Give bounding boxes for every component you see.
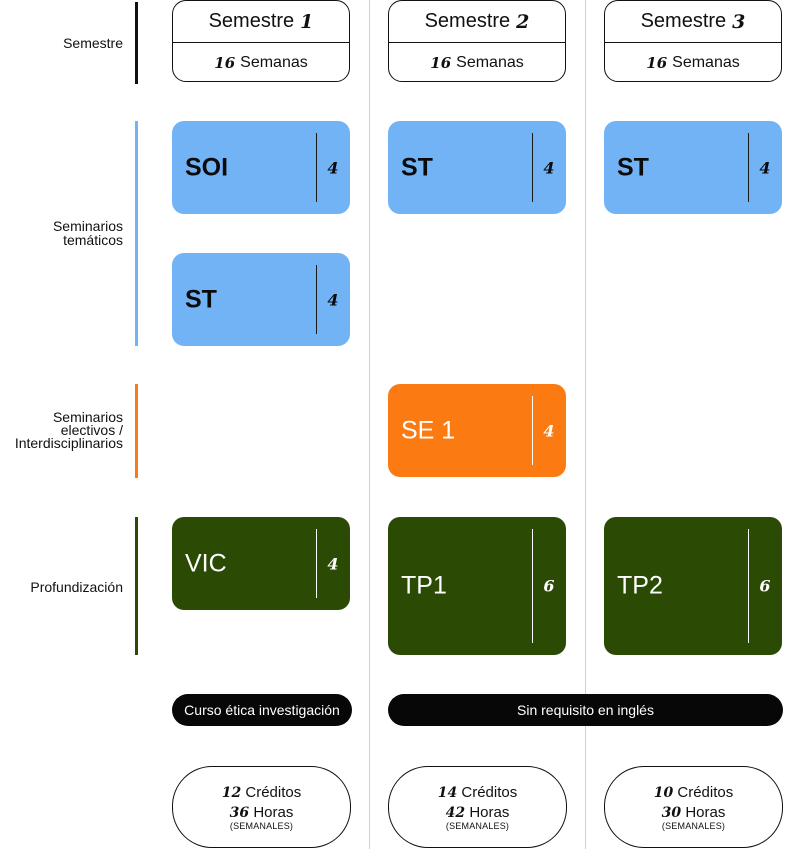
pill-label: Curso ética investigación — [184, 702, 340, 718]
course-card-st[interactable]: ST 4 — [172, 253, 350, 346]
weeks-label: Semanas — [672, 53, 740, 71]
hours-label: Horas — [253, 804, 294, 821]
row-bar-electivos — [135, 384, 138, 478]
row-label-semestre: Semestre — [63, 35, 123, 51]
card-divider — [748, 133, 749, 202]
course-credits: 4 — [543, 421, 555, 440]
credits-label: Créditos — [461, 784, 518, 801]
card-divider — [532, 529, 533, 643]
card-divider — [316, 529, 317, 598]
card-divider — [316, 133, 317, 202]
semester-number: 2 — [516, 10, 530, 33]
course-card-st[interactable]: ST 4 — [604, 121, 782, 214]
card-divider — [748, 529, 749, 643]
course-name: ST — [401, 153, 433, 181]
column-divider — [369, 0, 370, 849]
row-label-electivos: Seminarios electivos / Interdisciplinari… — [14, 409, 123, 451]
semester-number: 3 — [732, 10, 746, 33]
hours-label: Horas — [685, 804, 726, 821]
row-label-tematicos: Seminarios temáticos — [52, 218, 123, 248]
weeks-number: 16 — [430, 53, 452, 72]
course-card-se1[interactable]: SE 1 4 — [388, 384, 566, 477]
course-card-st[interactable]: ST 4 — [388, 121, 566, 214]
totals-semester-3: 10 Créditos 30 Horas (SEMANALES) — [604, 766, 783, 848]
course-name: SE 1 — [401, 416, 456, 444]
pill-etica: Curso ética investigación — [172, 694, 352, 726]
course-credits: 4 — [327, 554, 339, 573]
hours-note: (SEMANALES) — [661, 821, 726, 831]
course-credits: 4 — [759, 158, 771, 177]
credits-number: 12 — [221, 785, 242, 801]
course-name: VIC — [185, 549, 227, 577]
course-name: ST — [617, 153, 649, 181]
hours-label: Horas — [469, 804, 510, 821]
weeks-number: 16 — [214, 53, 236, 72]
credits-number: 10 — [653, 785, 674, 801]
course-credits: 6 — [759, 576, 771, 596]
course-credits: 4 — [327, 290, 339, 309]
course-credits: 4 — [543, 158, 555, 177]
hours-note: (SEMANALES) — [229, 821, 294, 831]
course-card-soi[interactable]: SOI 4 — [172, 121, 350, 214]
course-name: ST — [185, 285, 217, 313]
row-bar-tematicos — [135, 121, 138, 346]
hours-number: 36 — [229, 805, 250, 821]
course-card-vic[interactable]: VIC 4 — [172, 517, 350, 610]
card-divider — [532, 396, 533, 465]
course-card-tp2[interactable]: TP2 6 — [604, 517, 782, 655]
pill-label: Sin requisito en inglés — [517, 702, 654, 718]
weeks-number: 16 — [646, 53, 668, 72]
semester-title: Semestre — [640, 10, 727, 32]
course-credits: 4 — [327, 158, 339, 177]
hours-number: 30 — [661, 805, 682, 821]
semester-title: Semestre — [208, 10, 295, 32]
column-divider — [585, 0, 586, 849]
weeks-label: Semanas — [240, 53, 308, 71]
credits-label: Créditos — [677, 784, 734, 801]
hours-number: 42 — [445, 805, 466, 821]
credits-label: Créditos — [245, 784, 302, 801]
course-name: TP2 — [617, 571, 663, 600]
course-name: TP1 — [401, 571, 447, 600]
hours-note: (SEMANALES) — [445, 821, 510, 831]
row-label-profundizacion: Profundización — [30, 579, 123, 595]
row-bar-semestre — [135, 2, 138, 84]
credits-number: 14 — [437, 785, 458, 801]
totals-semester-2: 14 Créditos 42 Horas (SEMANALES) — [388, 766, 567, 848]
semester-number: 1 — [300, 10, 314, 33]
pill-ingles: Sin requisito en inglés — [388, 694, 783, 726]
card-divider — [532, 133, 533, 202]
row-bar-profundizacion — [135, 517, 138, 655]
weeks-label: Semanas — [456, 53, 524, 71]
course-credits: 6 — [543, 576, 555, 596]
course-name: SOI — [185, 153, 229, 181]
semester-title: Semestre — [424, 10, 511, 32]
totals-semester-1: 12 Créditos 36 Horas (SEMANALES) — [172, 766, 351, 848]
card-divider — [316, 265, 317, 334]
course-card-tp1[interactable]: TP1 6 — [388, 517, 566, 655]
